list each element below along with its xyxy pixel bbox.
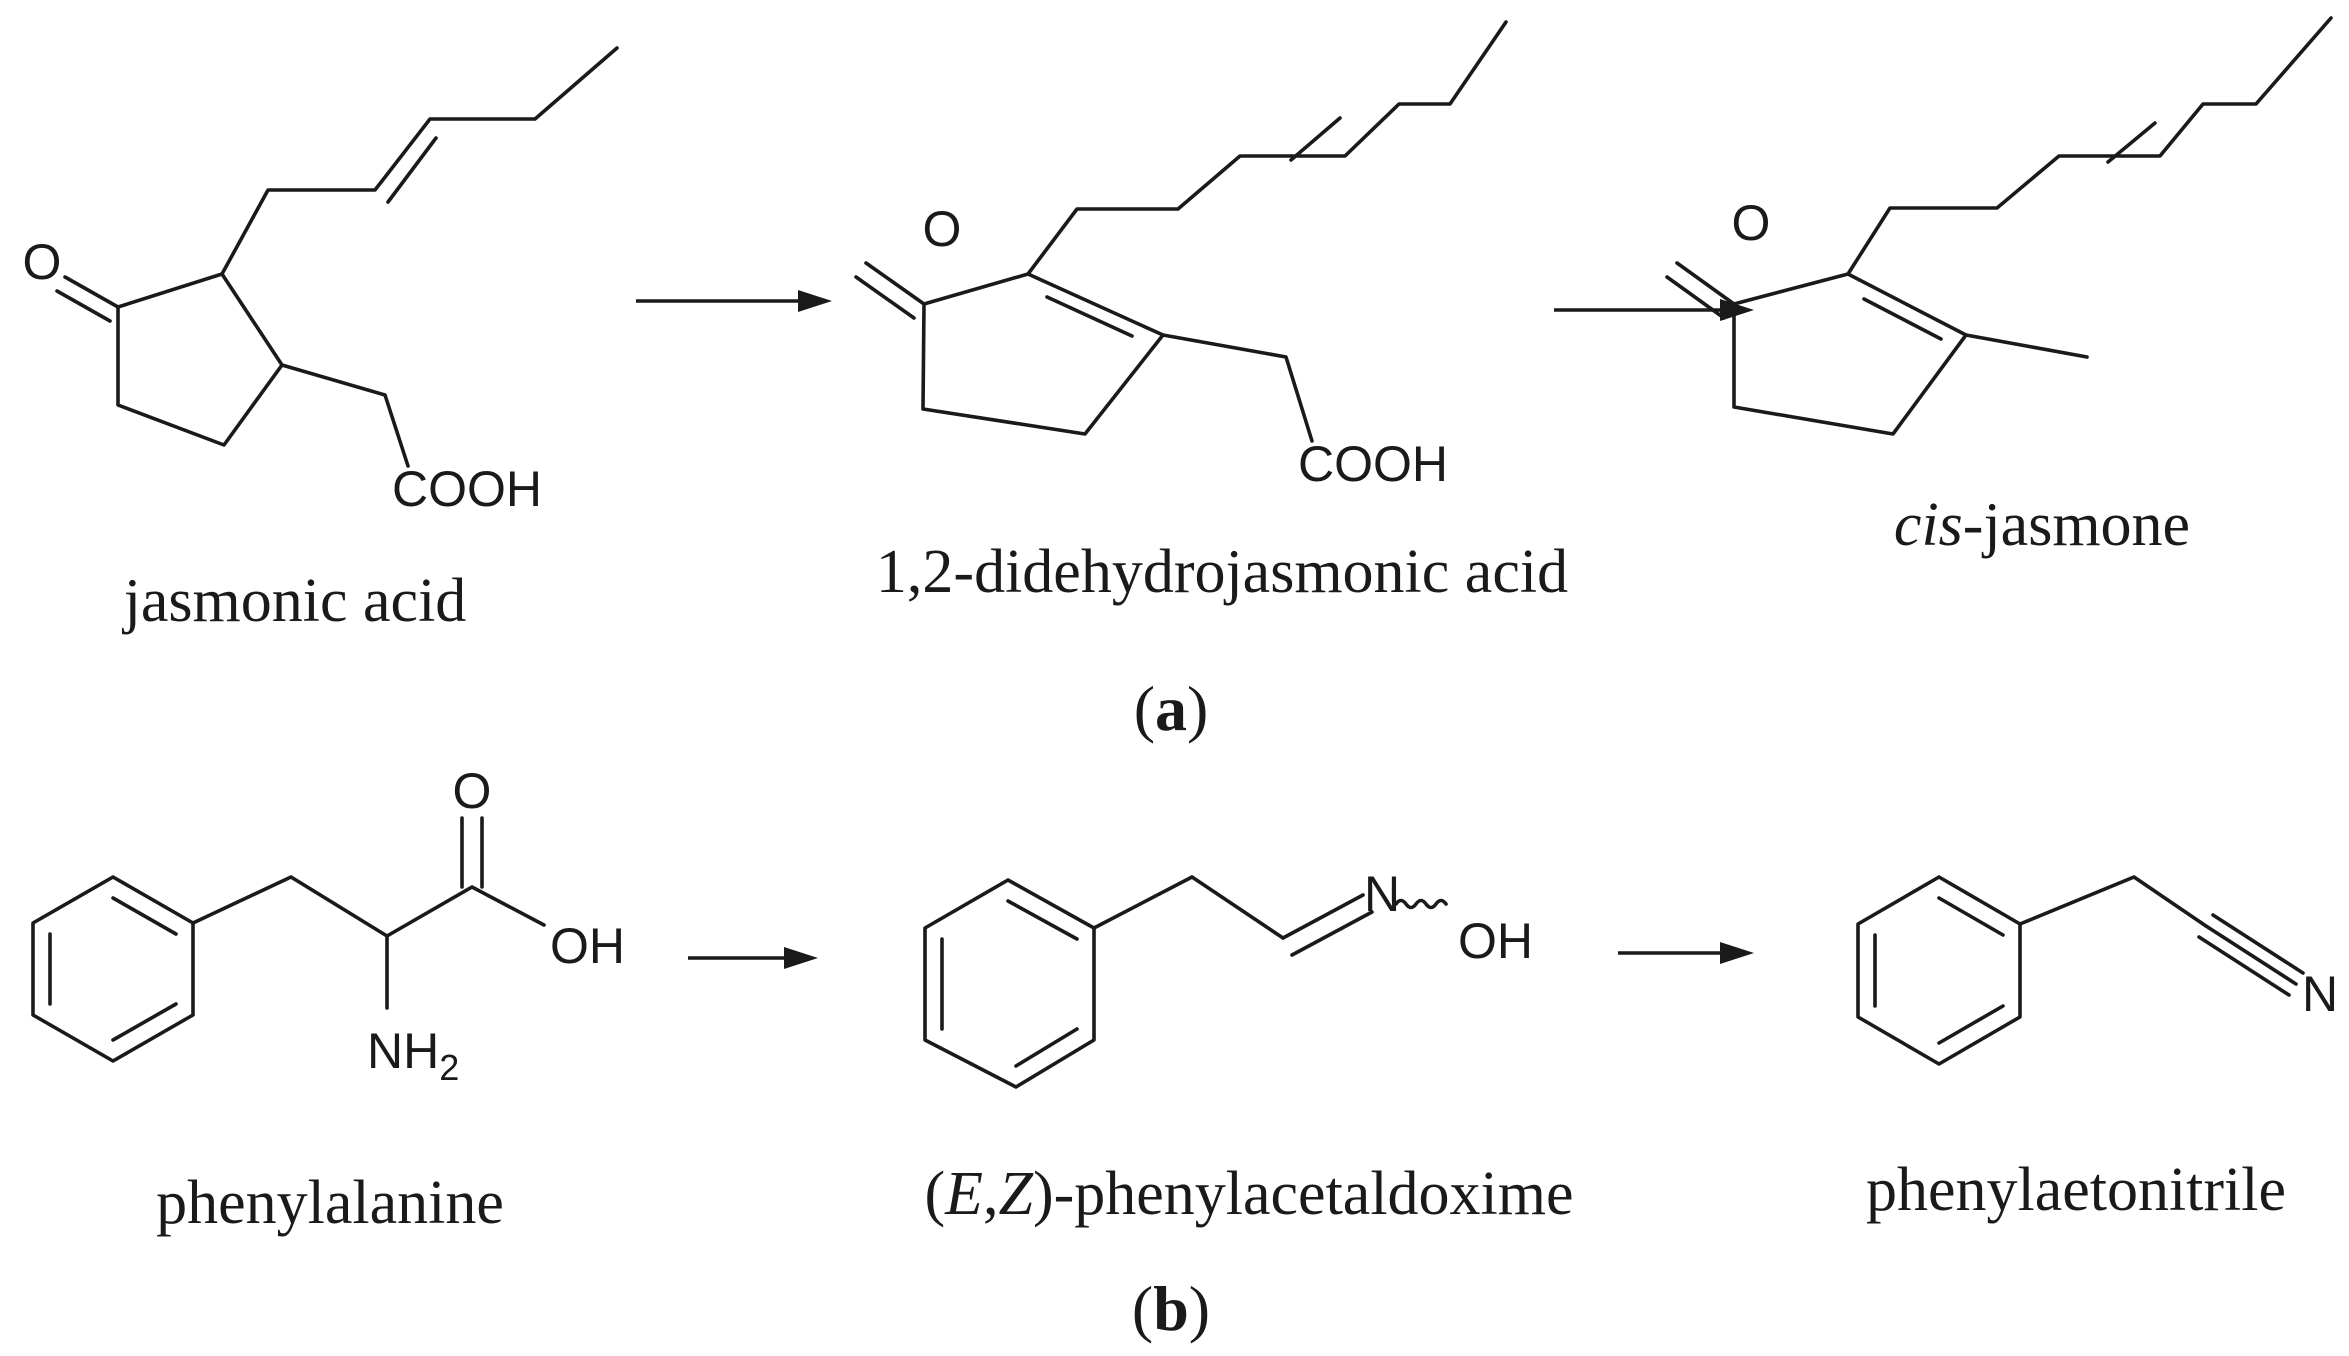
hydroxyl-group: OH [550, 918, 625, 974]
structure-jasmonic-acid: O COOH jasmonic acid [23, 46, 619, 635]
imine-nitrogen: N [1364, 866, 1400, 922]
structure-phenylacetonitrile: N phenylaetonitrile [1856, 875, 2338, 1224]
structure-didehydrojasmonic-acid: O COOH 1,2-didehydrojasmonic acid [854, 20, 1568, 606]
name-rest-jasmone: -jasmone [1963, 491, 2190, 559]
amine-group: NH2 [367, 1023, 459, 1088]
compound-name-jasmonic-acid: jasmonic acid [122, 567, 467, 635]
compound-name-cis-jasmone: cis-jasmone [1894, 491, 2190, 559]
carbonyl-oxygen: O [923, 201, 962, 257]
structure-phenylalanine: O OH NH2 phenylalanine [31, 763, 625, 1237]
reaction-arrow-a1 [636, 290, 832, 312]
carbonyl-oxygen: O [23, 234, 62, 290]
reaction-arrow-b1 [688, 947, 818, 969]
reaction-arrow-a2 [1554, 299, 1754, 321]
name-prefix-cis: cis [1894, 491, 1963, 559]
carboxyl-group: COOH [1298, 436, 1448, 492]
nitrile-nitrogen: N [2302, 966, 2338, 1022]
compound-name-phenylacetaldoxime: (E,Z)-phenylacetaldoxime [924, 1160, 1573, 1228]
panel-letter-a: a [1155, 673, 1187, 744]
structure-cis-jasmone: O cis-jasmone [1665, 16, 2333, 559]
panel-letter-b: b [1153, 1273, 1189, 1344]
compound-name-phenylalanine: phenylalanine [156, 1169, 504, 1237]
panel-label-b: (b) [1132, 1273, 1210, 1344]
carbonyl-oxygen: O [453, 763, 492, 819]
carbonyl-oxygen: O [1732, 195, 1771, 251]
panel-label-a: (a) [1134, 673, 1209, 744]
bonds-cis-jasmone [1665, 16, 2333, 436]
structure-phenylacetaldoxime: N OH (E,Z)-phenylacetaldoxime [923, 866, 1574, 1228]
reaction-arrow-b2 [1618, 942, 1754, 964]
bonds-phenylacetonitrile [1856, 875, 2305, 1066]
amine-subscript: 2 [439, 1047, 459, 1088]
carboxyl-group: COOH [392, 461, 542, 517]
bonds-didehydrojasmonic-acid [854, 20, 1508, 443]
hydroxyl-group: OH [1458, 913, 1533, 969]
bonds-phenylacetaldoxime [923, 875, 1448, 1089]
bonds-jasmonic-acid [55, 46, 619, 468]
compound-name-didehydrojasmonic-acid: 1,2-didehydrojasmonic acid [876, 538, 1568, 606]
bonds-phenylalanine [31, 816, 546, 1063]
compound-name-phenylacetonitrile: phenylaetonitrile [1866, 1156, 2286, 1224]
